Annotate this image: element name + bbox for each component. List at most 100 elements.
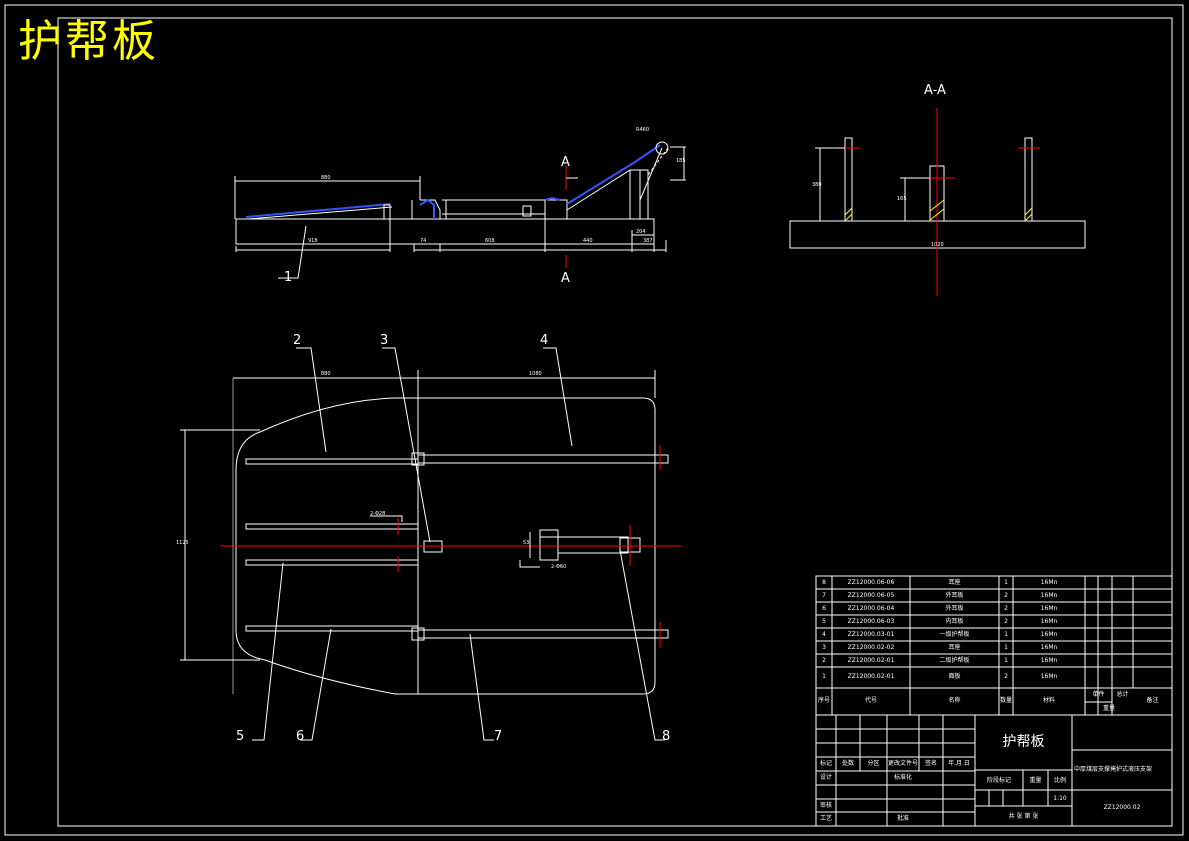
part-material: 16Mn [1040, 673, 1058, 680]
balloon-3: 3 [380, 333, 389, 348]
dim-plan-b: 2-Φ60 [551, 564, 567, 570]
balloon-8: 8 [662, 729, 671, 744]
dim-side-b6: 387 [643, 238, 653, 244]
section-view [789, 108, 1086, 296]
part-material: 16Mn [1040, 605, 1058, 612]
header-material: 材料 [1042, 697, 1055, 704]
dim-side-b5: 204 [636, 229, 646, 235]
tb-design: 设计 [819, 774, 832, 781]
part-qty: 2 [1004, 673, 1008, 680]
part-material: 16Mn [1040, 618, 1058, 625]
header-name: 名称 [948, 697, 961, 704]
part-no: 1 [822, 673, 826, 680]
balloon-6: 6 [296, 729, 305, 744]
part-name: 外耳板 [945, 592, 964, 599]
header-no: 序号 [817, 697, 830, 704]
title-block-lines [815, 575, 1173, 827]
tb-count: 处数 [841, 760, 854, 767]
tb-date: 年.月.日 [948, 760, 970, 767]
tb-ratio: 比例 [1053, 777, 1066, 784]
header-remark: 备注 [1146, 697, 1159, 704]
tb-change: 更改文件号 [887, 760, 918, 767]
title-block-scale: 1:10 [1053, 795, 1067, 802]
part-name: 面板 [948, 673, 961, 680]
dim-plan-a: 2-Φ28 [370, 511, 386, 517]
header-weight: 重量 [1102, 705, 1115, 712]
inner-border [57, 17, 1173, 827]
part-name: 一级护帮板 [939, 631, 970, 638]
part-qty: 2 [1004, 618, 1008, 625]
part-qty: 1 [1004, 631, 1008, 638]
balloon-4: 4 [540, 333, 549, 348]
part-code: ZZ12000.06-03 [847, 618, 895, 625]
tb-approve: 批准 [896, 815, 909, 822]
dim-side-b4: 440 [583, 238, 593, 244]
outer-border [4, 4, 1184, 836]
dim-plan-c: 53 [523, 540, 530, 546]
part-qty: 1 [1004, 644, 1008, 651]
tb-zone: 分区 [867, 760, 880, 767]
title-block-drawing-no: ZZ12000.02 [1103, 804, 1141, 811]
part-no: 6 [822, 605, 826, 612]
part-code: ZZ12000.03-01 [847, 631, 895, 638]
side-view [234, 141, 686, 279]
dim-side-r: R460 [636, 127, 650, 133]
part-no: 7 [822, 592, 826, 599]
part-name: 内耳板 [945, 618, 964, 625]
header-total: 总计 [1116, 691, 1129, 698]
part-material: 16Mn [1040, 579, 1058, 586]
tb-process: 工艺 [819, 815, 832, 822]
tb-stage: 阶段标记 [986, 777, 1011, 784]
part-name: 耳座 [948, 644, 961, 651]
part-material: 16Mn [1040, 592, 1058, 599]
part-code: ZZ12000.02-01 [847, 673, 895, 680]
dim-side-b1: 918 [308, 238, 318, 244]
part-no: 5 [822, 618, 826, 625]
section-label: A-A [924, 83, 946, 98]
dim-section-w: 1020 [931, 242, 944, 248]
header-code: 代号 [864, 697, 877, 704]
part-qty: 2 [1004, 592, 1008, 599]
part-qty: 1 [1004, 657, 1008, 664]
part-material: 16Mn [1040, 644, 1058, 651]
part-code: ZZ12000.06-05 [847, 592, 895, 599]
dim-section-h2: 165 [897, 196, 907, 202]
dim-plan-w2: 1080 [529, 371, 542, 377]
part-name: 外耳板 [945, 605, 964, 612]
part-code: ZZ12000.06-06 [847, 579, 895, 586]
tb-standard: 标准化 [893, 774, 912, 781]
part-name: 二级护帮板 [939, 657, 970, 664]
part-code: ZZ12000.02-02 [847, 644, 895, 651]
dim-plan-h: 1125 [176, 540, 189, 546]
dim-side-b2: 74 [420, 238, 427, 244]
balloon-7: 7 [494, 729, 503, 744]
header-unit: 单件 [1092, 691, 1105, 698]
part-code: ZZ12000.06-04 [847, 605, 895, 612]
plan-view [180, 347, 682, 741]
part-material: 16Mn [1040, 631, 1058, 638]
tb-review: 审核 [819, 802, 832, 809]
dim-side-top: 880 [321, 175, 331, 181]
drawing-title: 护帮板 [18, 16, 159, 67]
dim-side-b3: 608 [485, 238, 495, 244]
part-qty: 2 [1004, 605, 1008, 612]
part-material: 16Mn [1040, 657, 1058, 664]
dim-plan-w1: 880 [321, 371, 331, 377]
tb-weight: 重量 [1029, 777, 1042, 784]
section-mark-top: A [561, 155, 570, 170]
section-mark-bottom: A [561, 271, 570, 286]
balloon-1: 1 [284, 270, 293, 285]
tb-mark: 标记 [819, 760, 832, 767]
header-qty: 数量 [999, 697, 1012, 704]
part-no: 8 [822, 579, 826, 586]
dim-section-h1: 380 [812, 182, 822, 188]
title-block-company: 中厚煤层支撑掩护式液压支架 [1074, 766, 1153, 773]
tb-sheets: 共 张 第 张 [1008, 813, 1039, 820]
part-code: ZZ12000.02-01 [847, 657, 895, 664]
balloon-2: 2 [293, 333, 302, 348]
title-block-name: 护帮板 [1002, 734, 1045, 750]
part-no: 2 [822, 657, 826, 664]
part-name: 耳座 [948, 579, 961, 586]
dim-side-h: 185 [676, 158, 686, 164]
